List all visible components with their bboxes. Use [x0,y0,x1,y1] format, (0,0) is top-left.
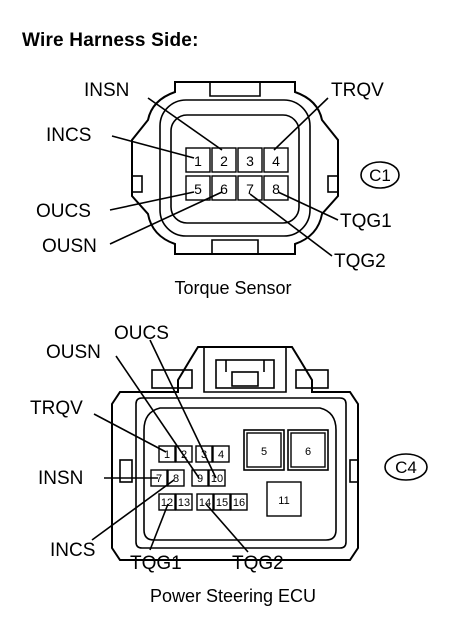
c1-pin-2: 2 [211,147,237,173]
c4-pin-5: 5 [246,432,282,468]
c1-pin-7: 7 [237,175,263,201]
c4-pin-12-label: 12 [161,497,173,509]
c1-pin-1: 1 [185,147,211,173]
c4-pin-1: 1 [158,445,176,463]
c1-pin-5-label: 5 [194,181,202,197]
c4-id-label: C4 [395,458,417,477]
c4-pin-13: 13 [175,493,193,511]
c1-signal-insn: INSN [84,80,129,101]
c1-signal-incs: INCS [46,125,91,146]
c1-leader-oucs [109,191,195,211]
c4-signal-trqv: TRQV [30,398,83,419]
c1-pin-6: 6 [211,175,237,201]
c4-pin-4-label: 4 [218,449,224,461]
c1-id-label: C1 [369,166,391,185]
c1-pin-3: 3 [237,147,263,173]
c4-signal-tqg2: TQG2 [232,553,284,574]
c1-signal-tqg1: TQG1 [340,211,392,232]
c1-leader-ousn [109,191,223,245]
c1-leader-insn [147,97,223,151]
c1-pin-5: 5 [185,175,211,201]
c4-leader-ousn [115,355,200,479]
c4-leader-trqv [93,413,167,453]
c4-pin-14: 14 [196,493,214,511]
c4-pin-11: 11 [266,481,302,517]
c1-leader-tqg2 [249,193,333,257]
c4-pin-16-label: 16 [233,497,245,509]
c1-pin-8-label: 8 [272,181,280,197]
c4-id-badge: C4 [384,453,428,481]
c1-pin-4-label: 4 [272,153,280,169]
c4-pin-1-label: 1 [164,449,170,461]
c4-signal-insn: INSN [38,468,83,489]
c4-pin-3-label: 3 [201,449,207,461]
c4-pin-5-label: 5 [261,446,267,458]
c4-signal-ousn: OUSN [46,342,101,363]
c4-pin-13-label: 13 [178,497,190,509]
c1-pin-4: 4 [263,147,289,173]
c4-caption: Power Steering ECU [150,586,316,606]
c4-pin-10: 10 [208,469,226,487]
c1-id-badge: C1 [360,161,400,189]
c1-connector: 1 2 3 4 5 6 7 8 [131,81,339,255]
c1-pin-1-label: 1 [194,153,202,169]
c4-signal-tqg1: TQG1 [130,553,182,574]
c1-signal-trqv: TRQV [331,80,384,101]
c1-pin-6-label: 6 [220,181,228,197]
c4-pin-11-label: 11 [278,495,289,507]
c4-pin-7-label: 7 [156,473,162,485]
c4-pin-15: 15 [213,493,231,511]
c4-pin-6-label: 6 [305,446,311,458]
c4-pin-6: 6 [290,432,326,468]
c1-signal-tqg2: TQG2 [334,251,386,272]
page-heading: Wire Harness Side: [22,30,199,51]
c1-pin-7-label: 7 [246,181,254,197]
c4-pin-12: 12 [158,493,176,511]
c1-leader-tqg1 [277,191,339,221]
c1-leader-trqv [273,97,329,151]
c1-signal-oucs: OUCS [36,201,91,222]
c4-leader-tqg1 [149,503,169,551]
c4-pin-4: 4 [212,445,230,463]
c4-pin-16: 16 [230,493,248,511]
c4-pin-15-label: 15 [216,497,228,509]
c4-leader-incs [91,479,175,541]
c1-pin-2-label: 2 [220,153,228,169]
c4-connector: 1 2 3 4 5 6 7 8 [111,346,359,561]
c1-signal-ousn: OUSN [42,236,97,257]
c4-signal-oucs: OUCS [114,323,169,344]
c4-leader-oucs [149,339,217,479]
c1-caption: Torque Sensor [174,278,291,298]
c4-pin-8-label: 8 [173,473,179,485]
c4-leader-tqg2 [205,503,249,553]
c1-leader-incs [111,135,195,159]
c1-pin-3-label: 3 [246,153,254,169]
c4-pin-9-label: 9 [197,473,203,485]
c1-pin-8: 8 [263,175,289,201]
c4-signal-incs: INCS [50,540,95,561]
c4-pin-10-label: 10 [211,473,223,485]
